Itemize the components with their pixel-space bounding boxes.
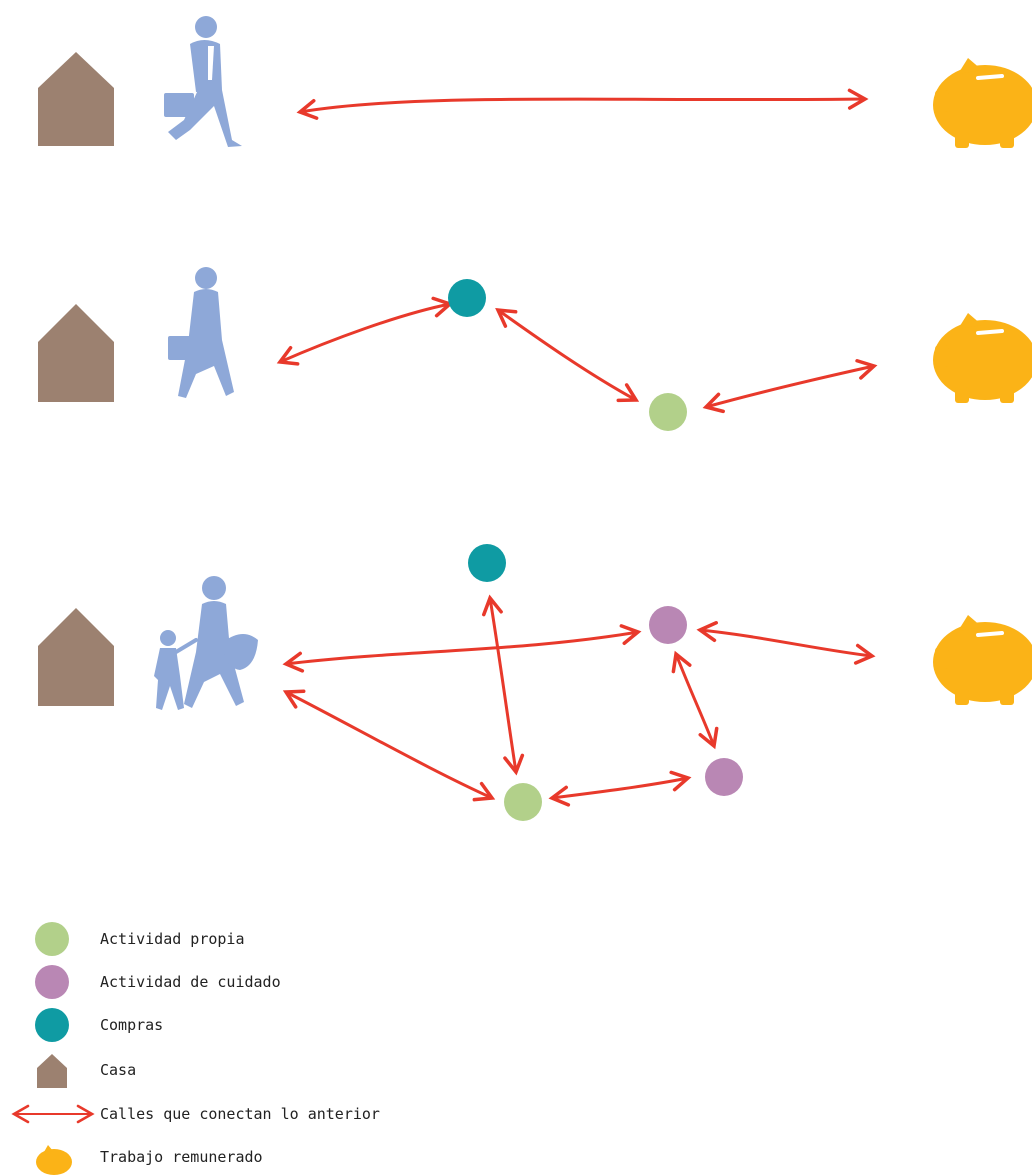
legend-item-own-activity: Actividad propia [35, 922, 245, 956]
legend-label: Calles que conectan lo anterior [100, 1105, 380, 1123]
care-activity-node [705, 758, 743, 796]
legend-item-care-activity: Actividad de cuidado [35, 965, 281, 999]
legend-item-paid-work: Trabajo remunerado [36, 1145, 263, 1175]
own-activity-node [649, 393, 687, 431]
route-arrow [495, 307, 640, 403]
piggy-bank-icon [933, 313, 1032, 403]
route-arrow [482, 594, 525, 776]
route-arrow [671, 650, 719, 750]
legend-label: Actividad de cuidado [100, 973, 281, 991]
route-arrow [702, 358, 878, 414]
legend-item-shopping: Compras [35, 1008, 163, 1042]
piggy-bank-swatch [36, 1145, 72, 1175]
walking-woman-with-briefcase-icon [168, 267, 234, 398]
house-icon [38, 304, 114, 402]
shopping-swatch [35, 1008, 69, 1042]
route-arrow [276, 296, 454, 366]
route-arrow [296, 88, 869, 120]
route-arrow [282, 624, 642, 673]
row-1 [38, 16, 1032, 148]
route-arrow [282, 689, 496, 802]
house-swatch [37, 1054, 67, 1088]
woman-with-child-and-basket-icon [154, 576, 258, 710]
shopping-node [448, 279, 486, 317]
legend-label: Casa [100, 1061, 136, 1079]
row-2 [38, 267, 1032, 431]
care-activity-node [649, 606, 687, 644]
legend-label: Actividad propia [100, 930, 245, 948]
piggy-bank-icon [933, 58, 1032, 148]
care-activity-swatch [35, 965, 69, 999]
legend-item-house: Casa [37, 1054, 136, 1088]
own-activity-swatch [35, 922, 69, 956]
route-arrow [548, 770, 692, 807]
legend: Actividad propia Actividad de cuidado Co… [11, 922, 380, 1175]
legend-item-route: Calles que conectan lo anterior [11, 1104, 380, 1124]
walking-man-with-briefcase-icon [164, 16, 242, 147]
piggy-bank-icon [933, 615, 1032, 705]
route-arrow [696, 621, 876, 665]
house-icon [38, 608, 114, 706]
legend-label: Trabajo remunerado [100, 1148, 263, 1166]
house-icon [38, 52, 114, 146]
row-3 [38, 544, 1032, 821]
shopping-node [468, 544, 506, 582]
legend-label: Compras [100, 1016, 163, 1034]
own-activity-node [504, 783, 542, 821]
